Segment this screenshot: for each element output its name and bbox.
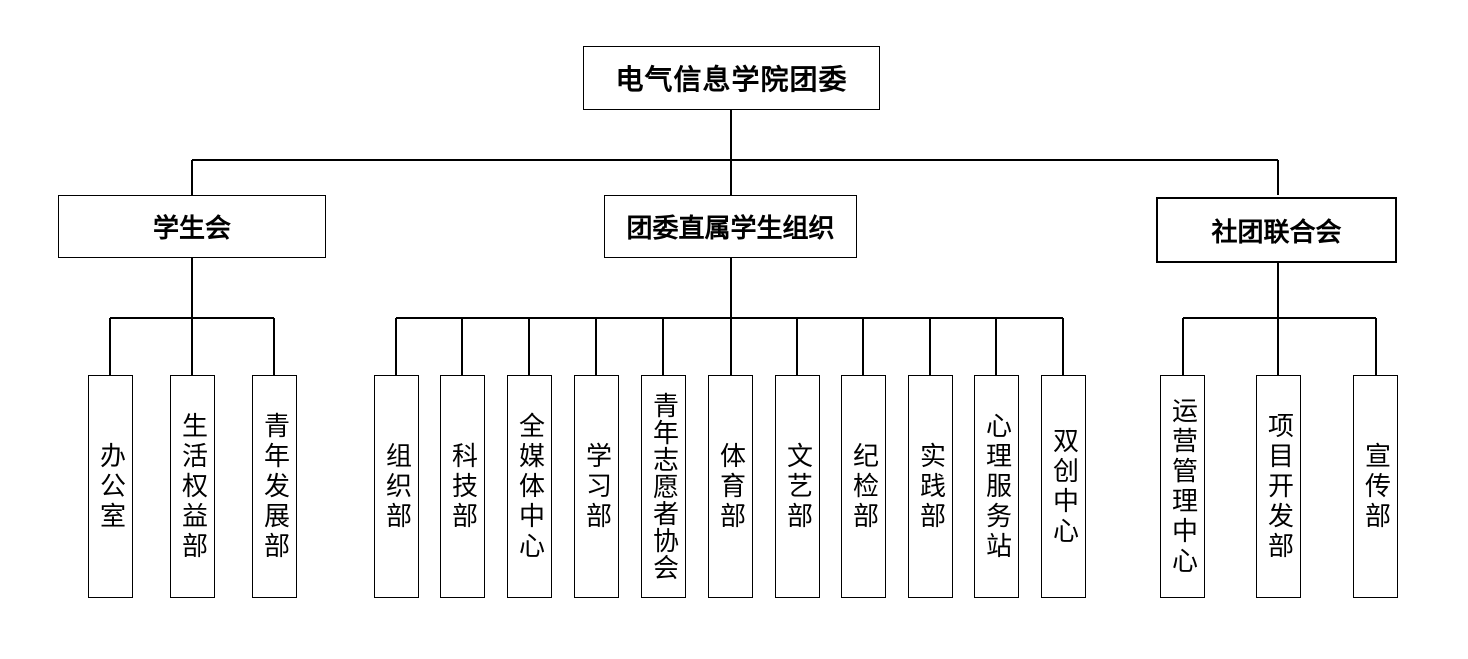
leaf-node-label: 心理服务站 [981,411,1012,562]
root-node-label: 电气信息学院团委 [615,63,848,96]
leaf-node: 科技部 [440,375,485,598]
branch-node-label: 团委直属学生组织 [626,214,835,244]
leaf-node: 学习部 [574,375,619,598]
leaf-node: 项目开发部 [1256,375,1301,598]
leaf-node: 运营管理中心 [1160,375,1205,598]
leaf-node-label: 全媒体中心 [514,411,545,562]
leaf-node: 体育部 [708,375,753,598]
leaf-node: 生活权益部 [170,375,215,598]
branch-node-label: 学生会 [152,214,231,244]
leaf-node: 办公室 [88,375,133,598]
leaf-node: 青年志愿者协会 [641,375,686,598]
branch-node-label: 社团联合会 [1211,217,1342,248]
leaf-node: 文艺部 [775,375,820,598]
branch-node-student-union: 学生会 [58,195,326,258]
leaf-node-label: 运营管理中心 [1167,396,1198,577]
leaf-node: 组织部 [374,375,419,598]
leaf-node: 宣传部 [1353,375,1398,598]
leaf-node-label: 科技部 [447,441,478,532]
leaf-node-label: 青年发展部 [259,411,290,562]
leaf-node-label: 办公室 [95,441,126,532]
leaf-node: 青年发展部 [252,375,297,598]
leaf-node: 全媒体中心 [507,375,552,598]
leaf-node-label: 生活权益部 [177,411,208,562]
leaf-node: 心理服务站 [974,375,1019,598]
leaf-node-label: 青年志愿者协会 [648,392,679,581]
leaf-node-label: 组织部 [381,441,412,532]
leaf-node-label: 体育部 [715,441,746,532]
leaf-node-label: 宣传部 [1360,441,1391,532]
leaf-node: 双创中心 [1041,375,1086,598]
leaf-node-label: 纪检部 [848,441,879,532]
root-node: 电气信息学院团委 [583,46,880,110]
leaf-node: 实践部 [908,375,953,598]
leaf-node: 纪检部 [841,375,886,598]
branch-node-direct-orgs: 团委直属学生组织 [604,195,857,258]
branch-node-club-federation: 社团联合会 [1156,197,1397,263]
leaf-node-label: 学习部 [581,441,612,532]
leaf-node-label: 项目开发部 [1263,411,1294,562]
leaf-node-label: 实践部 [915,441,946,532]
leaf-node-label: 文艺部 [782,441,813,532]
leaf-node-label: 双创中心 [1048,426,1079,547]
